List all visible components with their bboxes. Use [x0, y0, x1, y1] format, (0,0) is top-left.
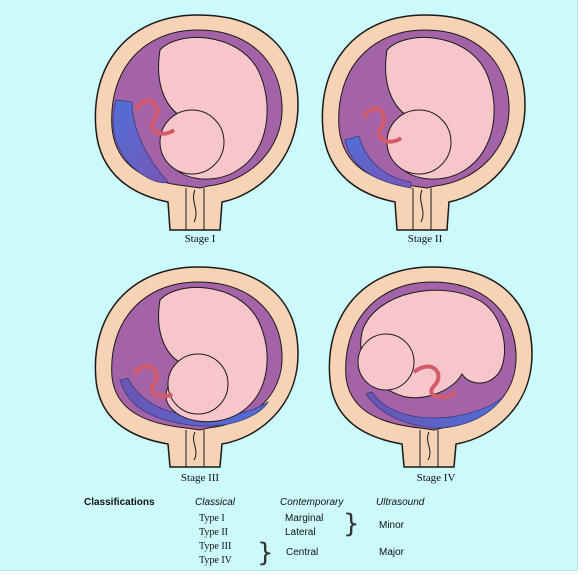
stage-1-label: Stage I: [140, 233, 260, 245]
minor-group-brace: }: [343, 511, 360, 537]
major-group-brace: }: [257, 540, 274, 566]
fetus-head: [358, 334, 414, 390]
classical-column-header: Classical: [195, 497, 235, 508]
contemporary-marginal: Marginal: [285, 513, 323, 524]
classical-type-2: Type II: [199, 527, 228, 538]
stage-3-label: Stage III: [140, 472, 260, 484]
contemporary-column-header: Contemporary: [280, 497, 343, 508]
ultrasound-minor: Minor: [379, 520, 404, 531]
contemporary-central: Central: [286, 547, 318, 558]
stage-4-label: Stage IV: [376, 472, 496, 484]
fetus-head: [168, 354, 228, 414]
fetus-head: [160, 110, 224, 174]
stage-2-label: Stage II: [365, 233, 485, 245]
stage-3-diagram: [88, 262, 308, 472]
stage-1-diagram: [88, 10, 308, 235]
ultrasound-column-header: Ultrasound: [376, 497, 424, 508]
placenta-previa-figure: Stage I Stage II Stage III: [0, 0, 578, 571]
stage-4-diagram: [322, 262, 542, 472]
contemporary-lateral: Lateral: [285, 527, 316, 538]
stage-2-diagram: [315, 10, 535, 235]
classifications-heading: Classifications: [84, 497, 155, 508]
classical-type-3: Type III: [199, 541, 231, 552]
classical-type-1: Type I: [199, 513, 225, 524]
classical-type-4: Type IV: [199, 555, 232, 566]
ultrasound-major: Major: [379, 547, 404, 558]
